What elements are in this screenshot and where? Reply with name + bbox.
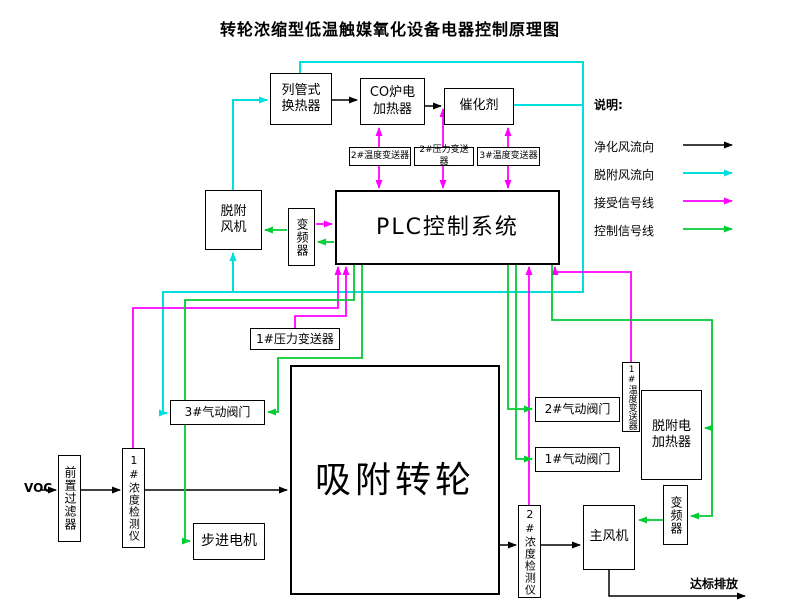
- wire-plc-to-valve3: [267, 265, 363, 416]
- legend-item-purified-air: 净化风流向: [594, 140, 655, 154]
- pre-filter-box: 前置过滤器: [58, 455, 81, 542]
- vfd-right-box: 变频器: [663, 485, 688, 545]
- wire-branch-to-vfd-right: [690, 428, 713, 520]
- legend-item-desorption-air: 脱附风流向: [594, 168, 655, 182]
- concentration-detector-1-box: 1#浓度检测仪: [122, 448, 145, 548]
- voc-inlet-label: VOC: [24, 481, 53, 495]
- wire-plc-to-valve1: [515, 265, 533, 463]
- temp-transmitter-1-box: 1#温度变送器: [622, 362, 640, 432]
- control-signal-lines: [182, 225, 733, 545]
- wire-plc-to-stepper: [182, 265, 355, 545]
- legend-item-receive-signal: 接受信号线: [594, 196, 655, 210]
- wire-desorption-fan-to-hx: [232, 96, 268, 190]
- concentration-detector-2-box: 2#浓度检测仪: [518, 505, 541, 598]
- diagram-title: 转轮浓缩型低温触媒氧化设备电器控制原理图: [219, 20, 560, 39]
- stepper-motor-box: 步进电机: [193, 523, 265, 560]
- wire-p1-to-plc: [294, 266, 350, 328]
- pneumatic-valve-1-box: 1#气动阀门: [535, 447, 620, 472]
- pneumatic-valve-2-box: 2#气动阀门: [535, 397, 620, 422]
- pressure-transmitter-1-box: 1#压力变送器: [250, 328, 340, 350]
- main-fan-box: 主风机: [583, 505, 635, 570]
- desorption-air-lines: [159, 61, 733, 417]
- vfd-left-box: 变频器: [288, 208, 315, 266]
- co-furnace-heater-box: CO炉电 加热器: [360, 78, 425, 125]
- temp-transmitter-3-box: 3#温度变送器: [477, 147, 540, 166]
- plc-control-system-box: PLC控制系统: [335, 190, 560, 265]
- receive-signal-lines: [132, 108, 733, 505]
- wire-plc-to-valve2: [507, 265, 533, 413]
- desorption-heater-box: 脱附电 加热器: [641, 390, 702, 480]
- pressure-transmitter-2-box: 2#压力变送器: [414, 145, 474, 167]
- legend-item-control-signal: 控制信号线: [594, 224, 655, 238]
- catalyst-box: 催化剂: [444, 88, 514, 125]
- heat-exchanger-box: 列管式 换热器: [270, 73, 332, 125]
- wire-mainfan-to-outlet: [608, 570, 746, 600]
- temp-transmitter-2-box: 2#温度变送器: [349, 147, 411, 166]
- legend-heading: 说明:: [594, 98, 623, 112]
- outlet-label: 达标排放: [690, 577, 739, 591]
- wire-t1-to-plc: [551, 266, 632, 362]
- desorption-fan-box: 脱附 风机: [205, 190, 262, 250]
- pneumatic-valve-3-box: 3#气动阀门: [170, 400, 265, 425]
- wire-detector1-to-plc: [132, 266, 342, 448]
- adsorption-wheel-box: 吸附转轮: [290, 365, 500, 595]
- wire-plc-to-desorption-heater: [551, 265, 713, 432]
- wire-desorption-loop: [159, 61, 584, 417]
- purified-air-lines: [42, 96, 746, 600]
